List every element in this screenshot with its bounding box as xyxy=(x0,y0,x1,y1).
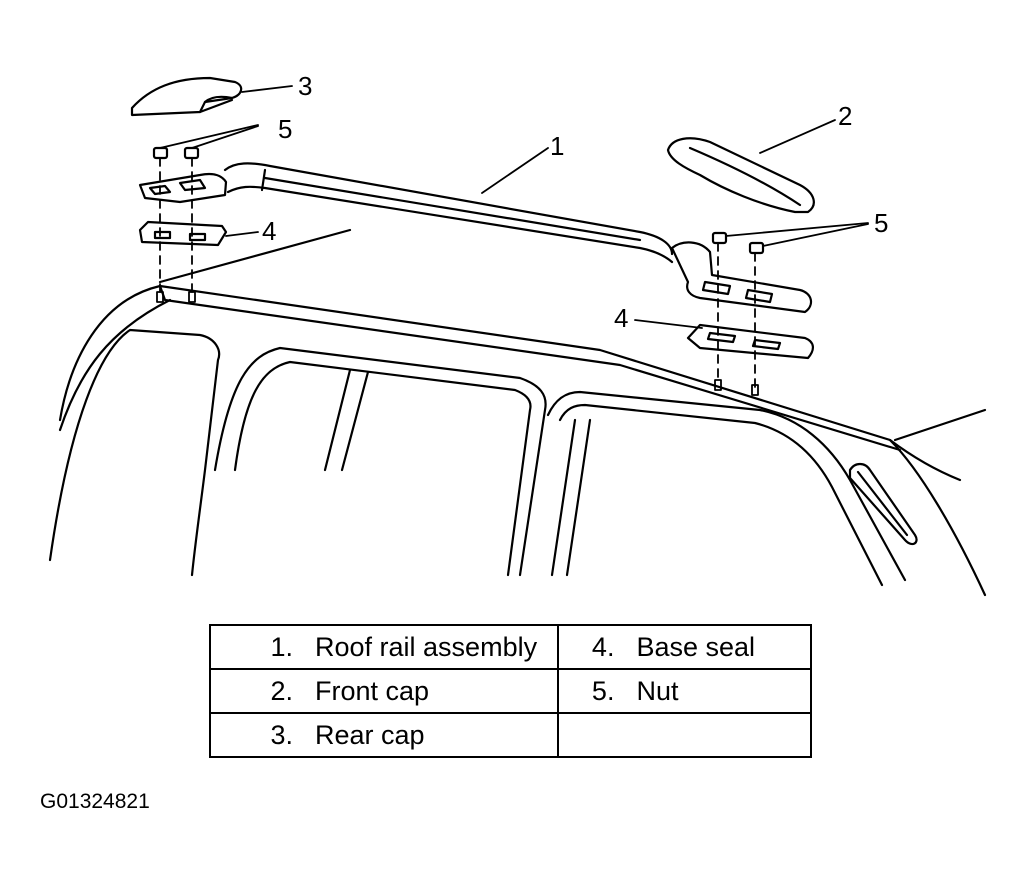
legend-cell: 1. Roof rail assembly xyxy=(208,624,560,670)
legend-row: 2. Front cap 5. Nut xyxy=(208,668,812,714)
legend-label: Nut xyxy=(636,675,679,706)
alignment-lines xyxy=(159,157,756,391)
legend-cell: 5. Nut xyxy=(557,668,812,714)
callout-3: 3 xyxy=(298,71,312,101)
legend-cell: 3. Rear cap xyxy=(208,712,560,758)
callout-5-left: 5 xyxy=(278,114,292,144)
legend-label: Base seal xyxy=(636,631,756,662)
legend-label: Front cap xyxy=(315,675,430,706)
legend-number: 5. xyxy=(591,675,615,706)
figure-id: G01324821 xyxy=(40,790,150,813)
legend-label: Roof rail assembly xyxy=(315,631,538,662)
legend-row: 1. Roof rail assembly 4. Base seal xyxy=(208,624,812,670)
roof-rail-assembly xyxy=(138,162,813,314)
callout-2: 2 xyxy=(838,101,852,131)
legend-cell: 2. Front cap xyxy=(208,668,560,714)
legend-number: 3. xyxy=(270,719,293,750)
legend-cell-empty xyxy=(557,712,812,758)
parts-legend-table: 1. Roof rail assembly 4. Base seal 2. Front… xyxy=(208,624,812,758)
studs xyxy=(156,291,759,396)
callout-5-right: 5 xyxy=(874,208,888,238)
legend-label: Rear cap xyxy=(315,719,425,750)
callout-1: 1 xyxy=(550,131,564,161)
vehicle-body xyxy=(48,228,987,597)
callout-4-right: 4 xyxy=(614,303,628,333)
front-cap xyxy=(666,137,815,214)
legend-number: 2. xyxy=(270,675,293,706)
rear-cap xyxy=(130,76,243,117)
leader-lines xyxy=(159,85,869,329)
legend-number: 1. xyxy=(270,631,293,662)
base-seals xyxy=(138,220,814,360)
legend-cell: 4. Base seal xyxy=(557,624,812,670)
roof-rail-exploded-diagram: 3 5 4 1 2 5 4 xyxy=(48,71,987,597)
legend-number: 4. xyxy=(591,631,615,662)
legend-row: 3. Rear cap xyxy=(208,712,812,758)
callout-4-left: 4 xyxy=(262,216,276,246)
